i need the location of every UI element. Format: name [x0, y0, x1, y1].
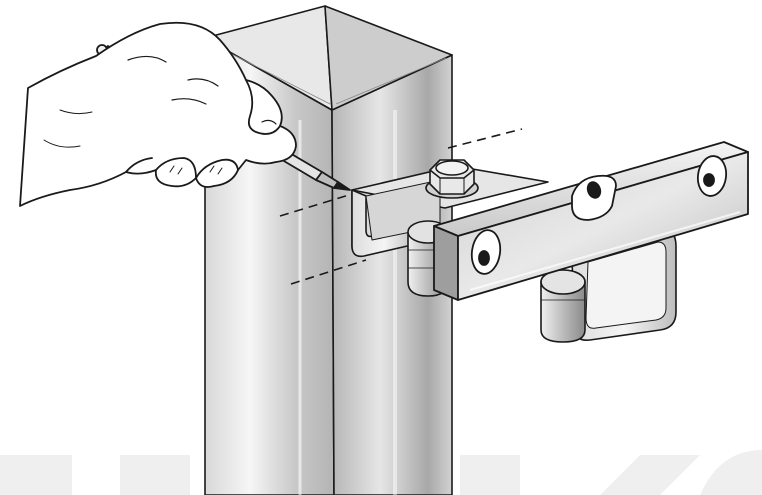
hand-holding-pencil-icon [19, 21, 351, 207]
hex-bolt-icon [425, 159, 479, 199]
spirit-level-icon [433, 141, 749, 301]
watermark-shapes [0, 450, 762, 495]
marking-lines [279, 128, 523, 285]
